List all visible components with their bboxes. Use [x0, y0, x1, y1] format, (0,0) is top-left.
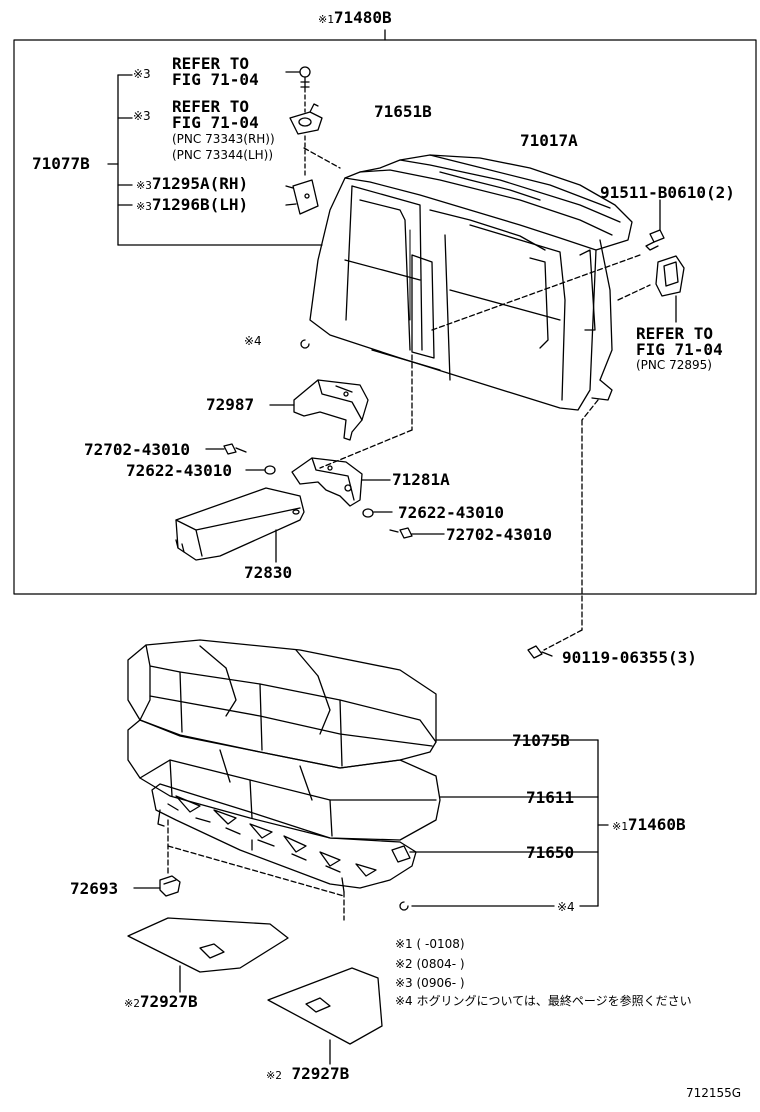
bracket-label: 72987 — [206, 395, 255, 414]
assy-cushion-label: ※171460B — [612, 815, 686, 834]
fig-label-3: FIG 71-04 — [636, 340, 723, 359]
washer-a-part — [264, 465, 276, 475]
hog-ring-mark-lower — [399, 901, 409, 911]
screw-part — [299, 66, 311, 93]
frame-back-label: 71017A — [520, 131, 578, 150]
fig-label-1: FIG 71-04 — [172, 70, 259, 89]
refer-label-3: REFER TO — [636, 324, 714, 343]
note-2: ※2 (0804- ) — [395, 957, 465, 971]
bolt-top-right — [645, 229, 665, 251]
mark-4-upper: ※4 — [244, 334, 262, 348]
bolt-a-part — [223, 443, 247, 455]
cushion-cover-label: 71075B — [512, 731, 570, 750]
hinge-plate-part — [292, 179, 319, 215]
back-cover-bracket — [107, 74, 323, 246]
hinge-cover-part — [289, 103, 323, 135]
bolt-top-label: 91511-B0610(2) — [600, 183, 735, 202]
cushion-frame — [151, 783, 417, 893]
fig-label-2: FIG 71-04 — [172, 113, 259, 132]
mark-3-b: ※3 — [133, 109, 151, 123]
cushion-pad-label: 71611 — [526, 788, 575, 807]
armrest-label: 72830 — [244, 563, 293, 582]
bracket-part — [293, 379, 369, 441]
pad-back-label: 71651B — [374, 102, 432, 121]
bolt-cushion-label: 90119-06355(3) — [562, 648, 697, 667]
pnc-rh-label: (PNC 73343(RH)) — [172, 132, 275, 146]
cushion-frame-label: 71650 — [526, 843, 575, 862]
mat-1 — [127, 917, 289, 973]
seatback — [309, 154, 633, 411]
bolt-b-part — [389, 527, 413, 539]
note-3: ※3 (0906- ) — [395, 976, 465, 990]
refer-label-1: REFER TO — [172, 54, 250, 73]
mark-4-lower: ※4 — [557, 900, 575, 914]
armrest-hinge-label: 71281A — [392, 470, 450, 489]
armrest-part — [175, 487, 305, 561]
back-cover-label: 71077B — [32, 154, 90, 173]
cushion-pad — [127, 719, 441, 841]
figure-id: 712155G — [686, 1086, 742, 1100]
belt-guide-part — [655, 255, 685, 323]
armrest-hinge-part — [291, 457, 363, 507]
clip-part — [159, 875, 181, 897]
hinge-lh-label: ※371296B(LH) — [136, 195, 249, 214]
assy-back-label: ※171480B — [318, 8, 392, 27]
clip-label: 72693 — [70, 879, 119, 898]
refer-label-2: REFER TO — [172, 97, 250, 116]
hinge-rh-label: ※371295A(RH) — [136, 174, 249, 193]
bolt-a-label: 72702-43010 — [84, 440, 190, 459]
pnc-72895-label: (PNC 72895) — [636, 358, 712, 372]
mat-2-label: ※2 72927B — [266, 1064, 350, 1083]
pnc-lh-label: (PNC 73344(LH)) — [172, 148, 274, 162]
note-1: ※1 ( -0108) — [395, 937, 465, 951]
seatback-assembly-box — [13, 39, 757, 595]
washer-b-label: 72622-43010 — [398, 503, 504, 522]
bolt-b-label: 72702-43010 — [446, 525, 552, 544]
mat-2 — [267, 967, 383, 1045]
mat-1-label: ※272927B — [124, 992, 198, 1011]
bolt-cushion-part — [527, 645, 553, 659]
washer-b-part — [362, 508, 374, 518]
seat-cushion — [127, 639, 437, 769]
note-4: ※4 ホグリングについては、最終ページを参照ください — [395, 994, 692, 1008]
mark-3-a: ※3 — [133, 67, 151, 81]
hog-ring-mark-upper — [300, 339, 310, 349]
washer-a-label: 72622-43010 — [126, 461, 232, 480]
